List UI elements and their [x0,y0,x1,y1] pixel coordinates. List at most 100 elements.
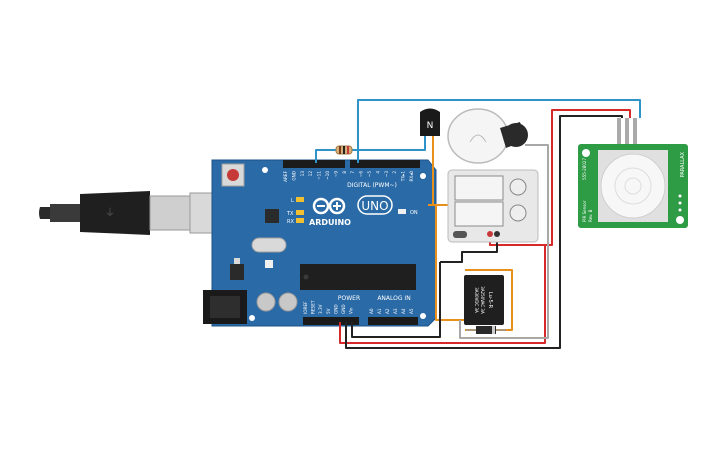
digital-header-right [350,160,420,168]
pin-label: A1 [377,308,382,314]
transistor-label: N [427,121,434,131]
diode-band [492,326,495,334]
usb-cable-end [39,207,52,219]
pin-label: A5 [409,308,414,314]
uno-badge [357,195,393,215]
chip-notch [303,274,309,280]
relay-module [447,169,539,243]
wire-black-relay-gnd [440,235,498,263]
resistor [335,145,353,155]
mount-hole [420,173,426,179]
pin-label: RX◂0 [409,171,414,182]
pin-label: GND [341,304,346,314]
digital-label: DIGITAL (PWM~) [347,182,397,189]
relay-terminal [487,231,493,237]
pir-model: PIR Sensor [582,200,587,222]
usb-strain-relief [50,204,82,222]
transistor-body [420,112,440,136]
led-label-rx: RX [287,219,294,225]
pir-dome-center [624,177,642,195]
usb-symbol-icon: ⏚ [105,207,115,219]
pin-label: AREF [283,170,288,181]
brand-text: ARDUINO [309,218,351,227]
usb-plug-body [80,191,150,235]
pir-dome [600,153,666,219]
capacitor [256,292,276,312]
pir-mount-hole [676,216,684,224]
relay-knob-bottom[interactable] [509,204,527,222]
pir-rev: Rev. B [588,209,593,222]
wire-blue-base [350,136,426,151]
relay-slot-bottom [454,201,504,227]
pin-label: 2 [392,171,397,174]
resistor-band [339,146,341,154]
on-label: ON [410,210,418,216]
pin-label: 3.3V [318,304,323,314]
diode-body [476,326,496,334]
pin-label: A2 [385,308,390,314]
atmega-chip [300,264,416,290]
relay-switch[interactable] [453,231,467,238]
led-label-l: L [291,198,294,204]
pin-label: TX▸1 [401,171,406,183]
pir-dot [678,194,682,198]
wire-gray-bulb [459,144,549,339]
logo-plus-icon-v [336,202,338,210]
relay-body [464,275,504,325]
pin-label: Vin [349,307,354,314]
digital-header-left [283,160,345,168]
pin-label: GND [291,171,296,181]
bulb-filament [469,134,487,143]
led-l [296,197,304,202]
pin-label: 7 [350,171,355,174]
usb-chip [265,209,279,223]
logo-plus-ring [328,197,346,215]
pir-dot [678,208,682,212]
npn-transistor: N [420,108,440,136]
wire-red-5v [339,235,546,344]
dc-jack-inner [210,296,240,318]
pir-mount-hole [582,149,590,157]
pin-label: A3 [393,308,398,314]
logo-minus-icon [317,205,325,207]
relay-label: Lu-5-R [487,292,493,309]
regulator-tab [234,258,240,264]
wire-black-gnd [351,262,441,338]
voltage-regulator [230,264,244,280]
logo-minus-ring [312,197,330,215]
pin-label: ~6 [359,171,364,178]
pin-label: A4 [401,308,406,314]
pir-pin [633,118,637,146]
power-label: POWER [338,295,360,302]
mount-hole [420,313,426,319]
pin-label: RESET [311,300,316,314]
bulb-base [504,123,528,147]
pin-label: A0 [369,308,374,314]
pir-pin [617,118,621,146]
transistor-top [420,108,440,112]
resistor-band [343,146,345,154]
capacitor [278,292,298,312]
relay-terminal [494,231,500,237]
pin-label: ~9 [333,171,338,178]
pin-label: 5V [326,308,331,314]
relay: Lu-5-R 3A250VAC 3A 3A30VDC 3A [464,275,504,325]
relay-knob-top[interactable] [509,178,527,196]
analog-label: ANALOG IN [377,295,410,302]
diode [466,326,506,334]
pin-label: ~11 [317,171,322,180]
led-rx [296,218,304,223]
wire-red-pir-vcc [545,109,631,246]
led-label-tx: TX [286,211,294,217]
smd-capacitor [265,260,273,268]
reset-button-cap [227,169,239,181]
wire-blue-pir-signal [357,99,641,163]
resistor-band [347,146,349,154]
pin-label: 4 [375,171,380,174]
